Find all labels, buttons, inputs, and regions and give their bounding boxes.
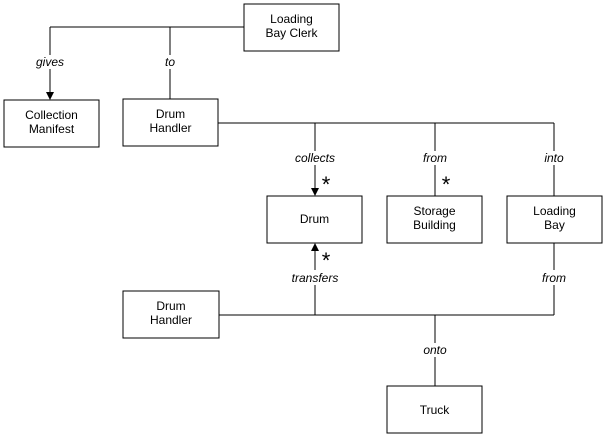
node-loading-bay-clerk: Loading Bay Clerk [243, 3, 340, 52]
node-label: Manifest [29, 122, 75, 136]
node-drum: Drum [266, 195, 363, 244]
multiplicity-markers: * * * [322, 172, 451, 273]
node-storage-building: Storage Building [386, 195, 483, 244]
node-box [122, 290, 220, 339]
node-label: Loading [270, 12, 313, 26]
node-label: Building [413, 218, 456, 232]
node-loading-bay: Loading Bay [506, 195, 603, 244]
node-truck: Truck [386, 385, 483, 434]
relationship-labels: gives to collects from into transfers fr… [36, 55, 566, 357]
multiplicity-collects-drum: * [322, 172, 331, 197]
node-label: Loading [533, 204, 576, 218]
relation-label-gives: gives [36, 55, 64, 69]
node-label: Bay Clerk [265, 26, 318, 40]
relation-label-collects: collects [295, 151, 335, 165]
relation-label-from-storage: from [423, 151, 447, 165]
relation-label-transfers: transfers [292, 271, 339, 285]
transfers-arrowhead [311, 243, 319, 251]
multiplicity-transfers-drum: * [322, 248, 331, 273]
node-label: Storage [413, 204, 455, 218]
connectors [46, 26, 555, 386]
collects-arrowhead [311, 188, 319, 196]
node-label: Collection [25, 108, 78, 122]
node-label: Bay [544, 218, 565, 232]
node-collection-manifest: Collection Manifest [3, 99, 100, 148]
node-box [266, 195, 363, 244]
multiplicity-from-storage: * [442, 172, 451, 197]
node-label: Drum [156, 107, 185, 121]
node-label: Truck [420, 403, 451, 417]
node-box [386, 195, 483, 244]
node-drum-handler-bottom: Drum Handler [122, 290, 220, 339]
node-box [506, 195, 603, 244]
relation-label-to: to [165, 55, 175, 69]
node-box [122, 98, 219, 147]
node-box [243, 3, 340, 52]
relation-label-from-bay: from [542, 271, 566, 285]
gives-arrowhead [46, 92, 54, 100]
node-drum-handler-top: Drum Handler [122, 98, 219, 147]
relation-label-onto: onto [423, 343, 447, 357]
relation-label-into: into [544, 151, 564, 165]
node-box [3, 99, 100, 148]
node-box [386, 385, 483, 434]
node-label: Drum [156, 299, 185, 313]
node-label: Handler [149, 121, 191, 135]
node-label: Drum [300, 212, 329, 226]
node-label: Handler [150, 313, 192, 327]
